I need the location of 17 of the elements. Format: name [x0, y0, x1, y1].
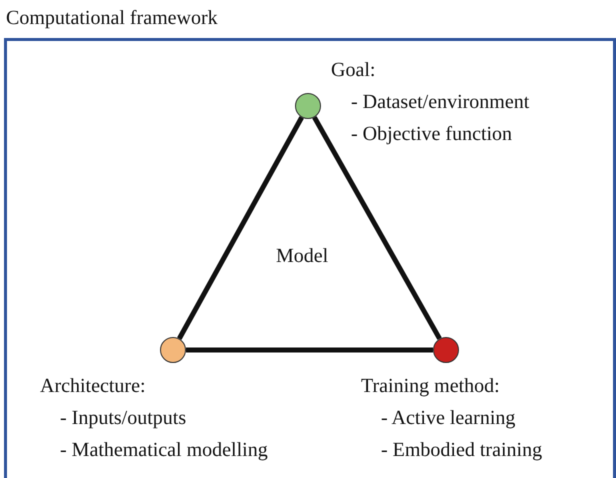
group-heading: Training method:	[361, 374, 500, 398]
list-item: - Dataset/environment	[351, 90, 530, 114]
list-item: - Objective function	[351, 122, 512, 146]
vertex-circle	[295, 93, 321, 119]
vertex-circle	[433, 337, 459, 363]
edge-line	[312, 116, 442, 340]
group-heading: Architecture:	[40, 374, 146, 398]
frame-title: Computational framework	[6, 6, 218, 30]
list-item: - Mathematical modelling	[60, 438, 268, 462]
list-item: - Embodied training	[381, 438, 542, 462]
center-label: Model	[276, 244, 328, 268]
list-item: - Active learning	[381, 406, 516, 430]
edge-line	[177, 116, 304, 340]
group-heading: Goal:	[331, 58, 376, 82]
vertex-circle	[160, 337, 186, 363]
list-item: - Inputs/outputs	[60, 406, 186, 430]
edge-line	[186, 348, 433, 352]
